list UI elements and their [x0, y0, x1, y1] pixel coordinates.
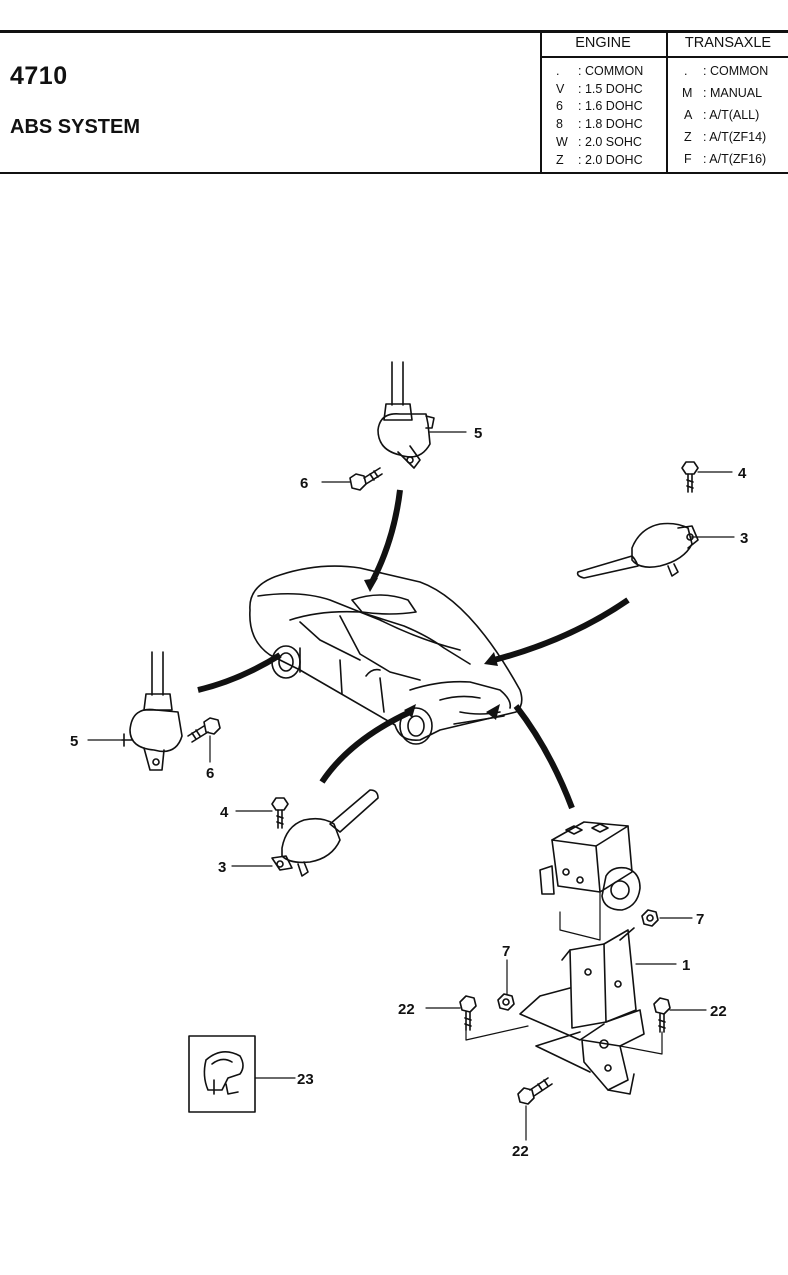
clip-23-box	[188, 1035, 256, 1113]
transaxle-heading: TRANSAXLE	[684, 35, 772, 51]
transaxle-value: : A/T(ZF14)	[703, 130, 767, 144]
car-illustration	[249, 565, 523, 745]
callout-23: 23	[297, 1071, 314, 1088]
callout-22-right: 22	[710, 1003, 727, 1020]
transaxle-key: Z	[684, 130, 692, 144]
callout-3-left: 3	[218, 859, 226, 876]
wheel-speed-sensor-left	[121, 651, 183, 771]
bolt-6-left	[187, 717, 221, 743]
page-title: ABS SYSTEM	[10, 116, 141, 138]
callout-numbers: 5 6 4 3 5 6 4 3 7 7 1 22 22 22 23	[70, 425, 748, 1160]
wheel-speed-sensor-left-rear	[271, 789, 379, 877]
engine-key: Z	[556, 153, 564, 167]
callout-6-left: 6	[206, 765, 214, 782]
nut-7-left	[497, 993, 515, 1011]
engine-key: W	[556, 135, 568, 149]
header-top-rule	[0, 30, 788, 33]
page-code: 4710	[10, 62, 68, 90]
engine-key: 8	[556, 117, 563, 131]
leader-lines	[87, 431, 735, 1141]
legend-table: ENGINE TRANSAXLE . : COMMON V : 1.5 DOHC…	[540, 33, 788, 172]
nut-7-right	[641, 909, 659, 927]
callout-22-left: 22	[398, 1001, 415, 1018]
location-arrows	[197, 489, 630, 810]
header-bottom-rule	[0, 172, 788, 174]
engine-value: : 2.0 DOHC	[578, 153, 643, 167]
engine-key: 6	[556, 99, 563, 113]
bolt-6-top	[349, 467, 383, 491]
bolt-4-left	[271, 797, 289, 829]
engine-heading: ENGINE	[575, 35, 631, 51]
engine-value: : 1.5 DOHC	[578, 82, 643, 96]
engine-value: : COMMON	[578, 64, 644, 78]
transaxle-key: M	[682, 86, 693, 100]
engine-key: V	[556, 82, 565, 96]
legend-left-border	[540, 33, 542, 172]
callout-4-left: 4	[220, 804, 229, 821]
bolt-22-left	[459, 995, 477, 1031]
callout-4-right: 4	[738, 465, 747, 482]
transaxle-key: A	[684, 108, 693, 122]
transaxle-key: F	[684, 152, 692, 166]
callout-3-right: 3	[740, 530, 748, 547]
transaxle-value: : MANUAL	[703, 86, 763, 100]
transaxle-key: .	[684, 64, 688, 78]
engine-key: .	[556, 64, 560, 78]
callout-7-left: 7	[502, 943, 510, 960]
wheel-speed-sensor-right	[576, 522, 699, 579]
callout-5-left: 5	[70, 733, 78, 750]
arrow-heads	[364, 578, 500, 720]
callout-1: 1	[682, 957, 690, 974]
bolt-22-bottom	[517, 1077, 553, 1105]
legend-column-divider	[666, 33, 668, 172]
engine-value: : 2.0 SOHC	[578, 135, 642, 149]
callout-22-bottom: 22	[512, 1143, 529, 1160]
abs-hydraulic-unit	[539, 821, 641, 911]
callout-7-right: 7	[696, 911, 704, 928]
engine-value: : 1.6 DOHC	[578, 99, 643, 113]
transaxle-value: : COMMON	[703, 64, 769, 78]
abs-mounting-bracket	[519, 927, 645, 1095]
callout-5-top: 5	[474, 425, 482, 442]
transaxle-value: : A/T(ZF16)	[703, 152, 767, 166]
callout-6-top: 6	[300, 475, 308, 492]
engine-value: : 1.8 DOHC	[578, 117, 643, 131]
bolt-22-right	[653, 997, 671, 1033]
legend-header-rule	[540, 56, 788, 58]
transaxle-value: : A/T(ALL)	[703, 108, 760, 122]
wheel-speed-sensor-top	[377, 361, 435, 469]
bolt-4-right	[681, 461, 699, 493]
